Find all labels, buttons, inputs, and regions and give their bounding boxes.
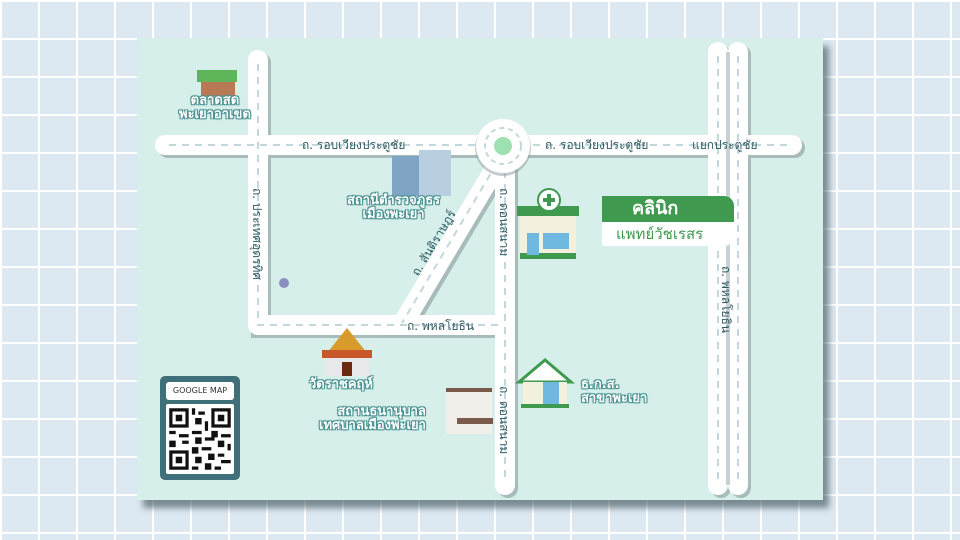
bank-label: ธ.ก.ส.สาขาพะเยา [581,377,648,406]
clinic-name: แพทย์วัชเรสร [602,222,734,246]
road-label: ถ. รอบเวียงประตูชัย [545,138,649,152]
road-santirat [392,150,510,335]
road-label: ถ. พหลโยธิน [719,266,733,334]
junction-label: แยกประตูชัย [692,138,758,152]
road-label: ถ. ดอนสนาม [497,188,511,257]
road-network [155,42,805,498]
road-label: ถ. รอบเวียงประตูชัย [302,138,406,152]
nursery-label: สถานธนานุบาลเทศบาลเมืองพะเยา [319,404,426,433]
road-label: ถ. ประเทศอุดรทิศ [250,188,264,281]
market-icon [197,70,237,96]
bank-icon [514,358,576,408]
decorative-dot [279,278,289,288]
nursery-building-icon [446,388,493,434]
roundabout-center [494,137,512,155]
qr-caption: GOOGLE MAP [166,382,234,400]
road-label: ถ. ดอนสนาม [497,386,511,455]
map-card: ถ. รอบเวียงประตูชัย ถ. รอบเวียงประตูชัย … [137,38,823,500]
police-label: สถานีตำรวจภูธรเมืองพะเยา [347,193,441,222]
temple-icon [322,328,372,376]
market-label: ตลาดสดพะเยาอาเขต [179,93,251,122]
clinic-building-icon [517,188,579,259]
police-station-icon [392,150,451,196]
temple-label: วัดราชคฤห์ [309,377,373,392]
road-label: ถ. พหลโยธิน [407,319,475,333]
google-map-qr[interactable]: GOOGLE MAP [160,376,240,480]
qr-code-icon [166,404,234,474]
clinic-title: คลินิก [602,196,734,222]
